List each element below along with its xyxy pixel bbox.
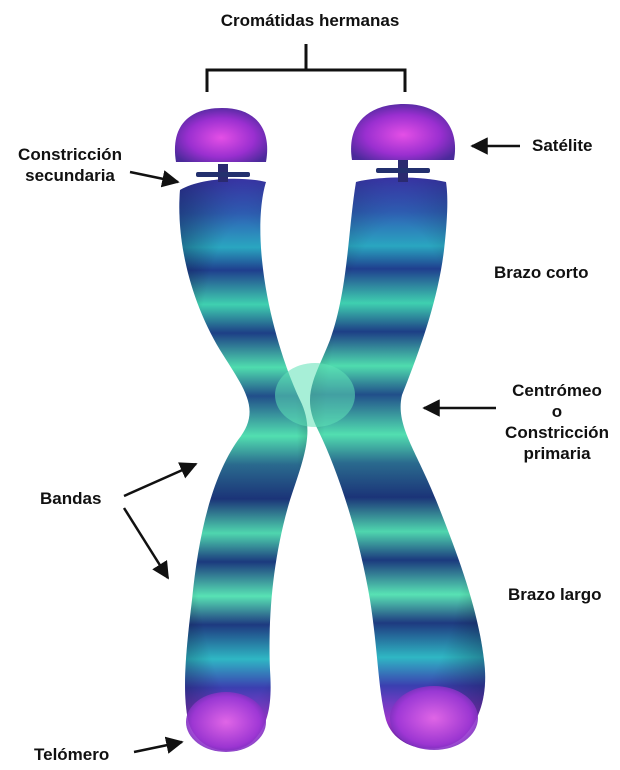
label-centromere-line1: Centrómeo — [494, 380, 620, 401]
right-chromatid — [310, 178, 485, 751]
satellite-right — [351, 104, 455, 160]
arrow-telomere — [134, 742, 182, 752]
label-centromere-line4: primaria — [494, 443, 620, 464]
centromere — [275, 363, 355, 427]
left-chromatid — [179, 179, 307, 752]
label-centromere-line2: o — [494, 401, 620, 422]
telomere-right — [390, 686, 478, 750]
label-satellite: Satélite — [532, 135, 592, 156]
label-long-arm: Brazo largo — [508, 584, 602, 605]
label-centromere-line3: Constricción — [494, 422, 620, 443]
label-bands: Bandas — [40, 488, 101, 509]
label-telomere: Telómero — [34, 744, 109, 765]
telomere-left — [186, 692, 266, 752]
arrow-bands-upper — [124, 464, 196, 496]
label-secondary-constriction: Constricción secundaria — [6, 144, 134, 186]
arrow-bands-lower — [124, 508, 168, 578]
sister-chromatids-bracket — [207, 44, 405, 92]
label-secondary-constriction-line1: Constricción — [6, 144, 134, 165]
label-secondary-constriction-line2: secundaria — [6, 165, 134, 186]
satellite-left — [175, 108, 267, 162]
arrow-secondary-constriction — [130, 172, 178, 182]
label-centromere: Centrómeo o Constricción primaria — [494, 380, 620, 464]
label-short-arm: Brazo corto — [494, 262, 588, 283]
label-sister-chromatids: Cromátidas hermanas — [160, 10, 460, 31]
